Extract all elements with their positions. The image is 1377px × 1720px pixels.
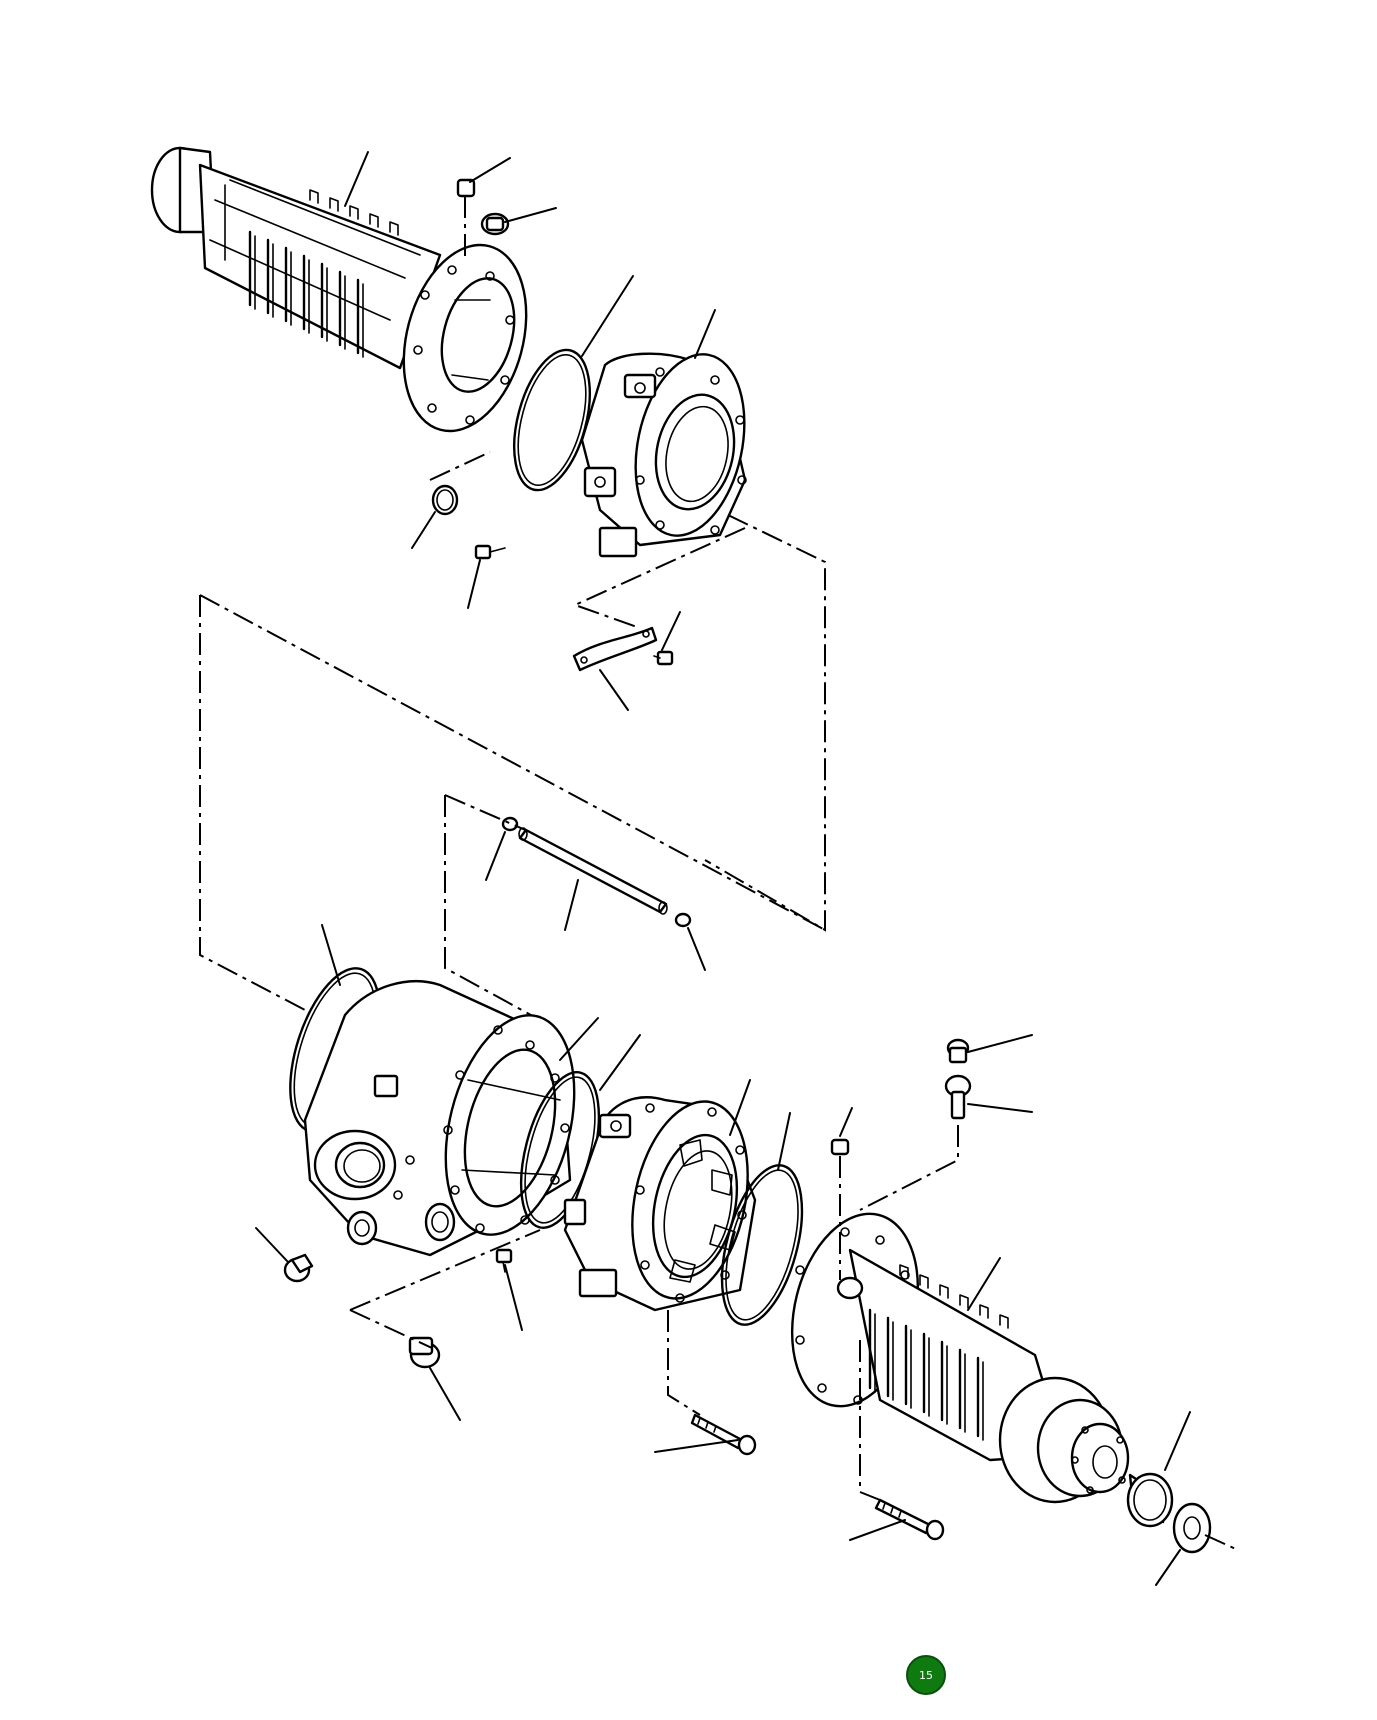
chain-line-carrier-right [704, 514, 826, 932]
upper-screw [467, 544, 506, 609]
hub-washer [1155, 1502, 1212, 1586]
chain-line-lower-left [349, 1229, 541, 1349]
strap-screw [653, 611, 681, 666]
lower-long-bolt-right [849, 1498, 945, 1541]
page-number-badge: 15 [906, 1655, 946, 1695]
bleeder-screw [944, 1074, 1033, 1120]
chain-line-lower-bolt [859, 1340, 881, 1501]
upper-snap-ring [411, 484, 459, 549]
lower-left-plug [255, 1227, 314, 1283]
lower-right-o-ring [720, 1112, 804, 1326]
page-number: 15 [919, 1668, 933, 1682]
retaining-strap [572, 626, 658, 711]
chain-line-snap-ring [429, 451, 491, 481]
leader-upper-housing [344, 151, 369, 207]
chain-line-carrier-down [572, 527, 746, 629]
lower-center-housing [303, 980, 599, 1257]
lower-long-bolt-left [654, 1413, 757, 1456]
cross-shaft [518, 827, 668, 931]
upper-o-ring [513, 275, 634, 492]
lower-axle-housing [790, 1212, 1130, 1504]
hub-bushing [1126, 1411, 1191, 1528]
lower-differential-carrier [563, 1079, 757, 1312]
lower-right-plug [830, 1107, 853, 1156]
chain-line-left-loop [199, 594, 826, 1011]
grease-fitting [946, 1034, 1033, 1064]
lower-left-cap-plug [408, 1336, 461, 1421]
chain-line-washer [1204, 1534, 1239, 1551]
upper-axle-housing [150, 146, 528, 433]
chain-line-carrier-bolt [667, 1310, 701, 1416]
upper-differential-carrier [580, 309, 747, 558]
chain-line-fitting [859, 1125, 959, 1211]
shaft-o-ring-left [485, 816, 519, 881]
upper-breather [480, 207, 557, 236]
upper-plug [456, 157, 511, 198]
shaft-o-ring-right [674, 912, 706, 971]
lower-carrier-screw [495, 1248, 523, 1331]
